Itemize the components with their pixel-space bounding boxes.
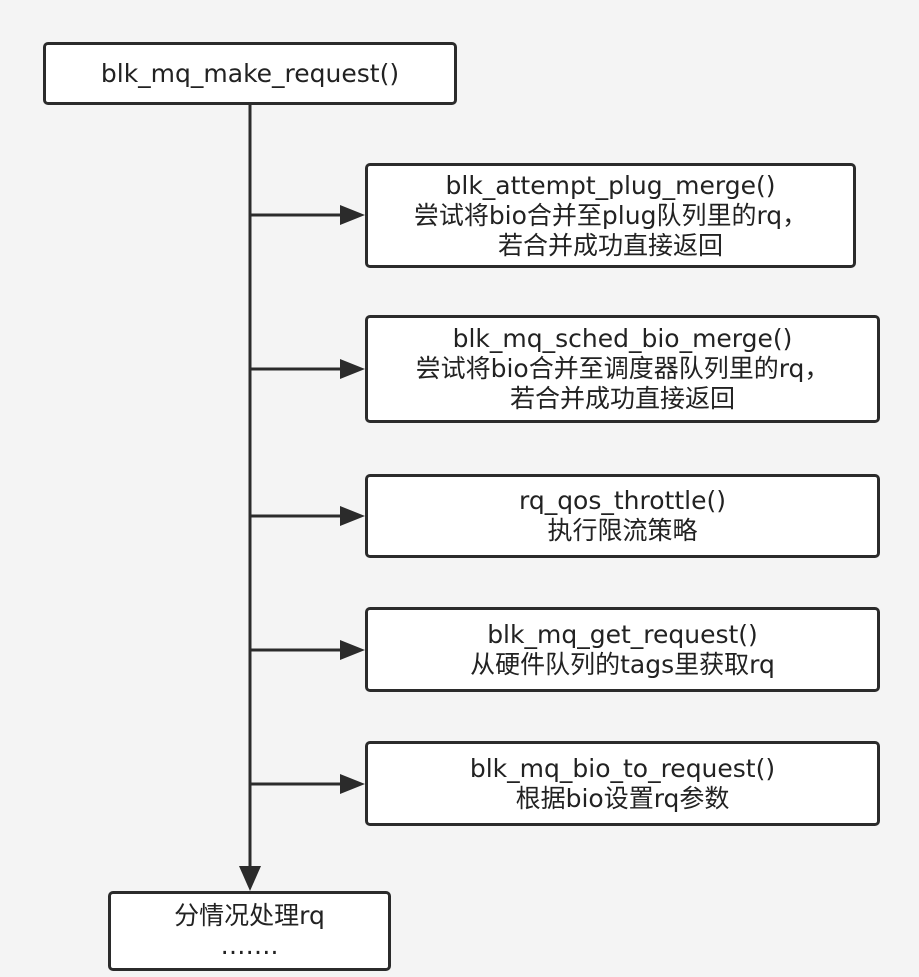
step-description-line: 执行限流策略: [547, 516, 698, 545]
step-function-name: blk_attempt_plug_merge(): [445, 170, 776, 200]
root-function-label: blk_mq_make_request(): [100, 58, 400, 88]
step-description-line: 若合并成功直接返回: [509, 384, 735, 413]
step-description-line: 尝试将bio合并至调度器队列里的rq，: [415, 354, 830, 383]
step-description-line: 从硬件队列的tags里获取rq: [470, 649, 775, 679]
trunk-arrowhead: [239, 866, 261, 891]
step-function-name: blk_mq_get_request(): [487, 619, 758, 649]
branch-arrowhead-qos: [340, 506, 365, 526]
step-box-plug-merge: blk_attempt_plug_merge() 尝试将bio合并至plug队列…: [365, 163, 856, 268]
step-description-line: 若合并成功直接返回: [497, 230, 723, 260]
step-function-name: blk_mq_sched_bio_merge(): [452, 324, 793, 353]
step-function-name: blk_mq_bio_to_request(): [469, 753, 776, 783]
step-box-bio-to-request: blk_mq_bio_to_request() 根据bio设置rq参数: [365, 741, 880, 826]
step-box-qos-throttle: rq_qos_throttle() 执行限流策略: [365, 474, 880, 558]
branch-arrowhead-bio: [340, 774, 365, 794]
step-description-line: 根据bio设置rq参数: [515, 783, 730, 813]
step-box-get-request: blk_mq_get_request() 从硬件队列的tags里获取rq: [365, 607, 880, 692]
final-ellipsis: …….: [220, 931, 279, 960]
step-box-sched-merge: blk_mq_sched_bio_merge() 尝试将bio合并至调度器队列里…: [365, 315, 880, 423]
root-function-box: blk_mq_make_request(): [43, 42, 457, 105]
step-function-name: rq_qos_throttle(): [518, 486, 726, 515]
branch-arrowhead-sched: [340, 359, 365, 379]
step-description-line: 尝试将bio合并至plug队列里的rq，: [413, 200, 808, 230]
branch-arrowhead-plug: [340, 205, 365, 225]
final-handling-label: 分情况处理rq: [174, 901, 325, 930]
branch-arrowhead-get: [340, 640, 365, 660]
final-handling-box: 分情况处理rq …….: [108, 891, 391, 971]
